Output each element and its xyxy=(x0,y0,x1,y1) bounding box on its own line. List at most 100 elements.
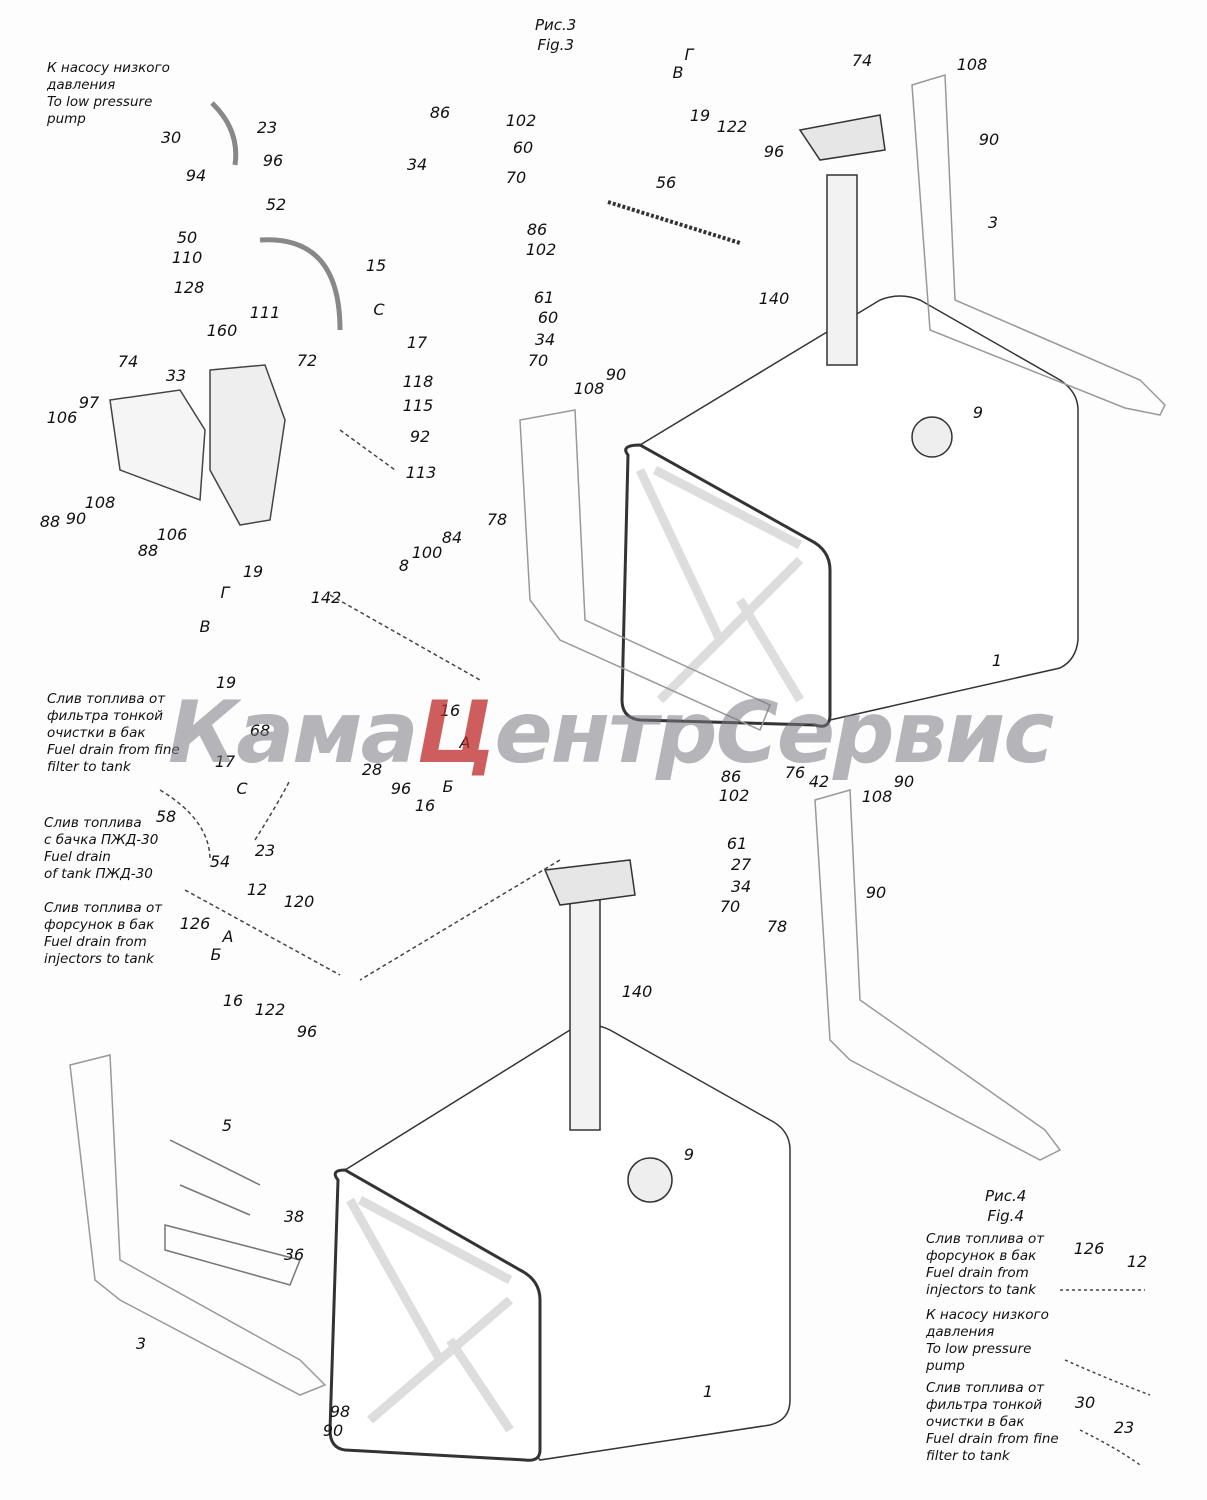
upper-bracket xyxy=(69,74,1166,1396)
note-line: К насосу низкого xyxy=(926,1307,1049,1323)
part-number-label: 9 xyxy=(972,403,984,422)
part-number-label: 23 xyxy=(254,841,276,860)
part-number-label: 28 xyxy=(361,760,383,779)
note-line: injectors to tank xyxy=(44,951,154,967)
note-line: Fuel drain from fine xyxy=(926,1431,1059,1447)
note-line: Слив топлива xyxy=(44,815,142,831)
part-number-label: 70 xyxy=(505,168,527,187)
part-number-label: 90 xyxy=(605,365,627,384)
part-number-label: 96 xyxy=(262,151,284,170)
part-number-label: 23 xyxy=(1113,1418,1135,1437)
part-number-label: Б xyxy=(442,777,454,796)
part-number-label: 108 xyxy=(956,55,988,74)
part-number-label: 17 xyxy=(214,752,236,771)
part-number-label: В xyxy=(672,63,684,82)
part-number-label: 42 xyxy=(808,772,830,791)
part-number-label: 16 xyxy=(414,796,436,815)
part-number-label: 90 xyxy=(978,130,1000,149)
note-line: To low pressure xyxy=(926,1341,1032,1357)
part-number-label: 120 xyxy=(283,892,315,911)
part-number-label: 122 xyxy=(716,117,748,136)
part-number-label: 60 xyxy=(512,138,534,157)
note-line: давления xyxy=(926,1324,995,1340)
part-number-label: 126 xyxy=(1073,1239,1105,1258)
part-number-label: А xyxy=(459,733,471,752)
part-number-label: 15 xyxy=(365,256,387,275)
part-number-label: 88 xyxy=(39,512,61,531)
part-number-label: 8 xyxy=(398,556,410,575)
part-number-label: 78 xyxy=(766,917,788,936)
note-line: фильтра тонкой xyxy=(926,1397,1043,1413)
note-line: Fuel drain xyxy=(44,849,111,865)
part-number-label: 94 xyxy=(185,166,207,185)
part-number-label: 84 xyxy=(441,528,463,547)
part-number-label: 1 xyxy=(991,651,1003,670)
part-number-label: 12 xyxy=(1126,1252,1148,1271)
part-number-label: 140 xyxy=(621,982,653,1001)
part-number-label: 74 xyxy=(851,51,873,70)
part-number-label: 108 xyxy=(573,379,605,398)
note-line: К насосу низкого xyxy=(47,60,170,76)
part-number-label: Г xyxy=(684,45,694,64)
part-number-label: А xyxy=(222,927,234,946)
note-line: очистки в бак xyxy=(47,725,146,741)
part-number-label: С xyxy=(236,779,248,798)
note-line: filter to tank xyxy=(926,1448,1010,1464)
note-line: форсунок в бак xyxy=(44,917,155,933)
part-number-label: 3 xyxy=(135,1334,147,1353)
fine-filter-and-lines xyxy=(109,101,1151,1466)
part-number-label: 70 xyxy=(719,897,741,916)
part-number-label: 96 xyxy=(296,1022,318,1041)
part-number-label: 33 xyxy=(165,366,187,385)
part-number-label: 90 xyxy=(322,1421,344,1440)
note-line: фильтра тонкой xyxy=(47,708,164,724)
note-line: форсунок в бак xyxy=(926,1248,1037,1264)
part-number-label: 86 xyxy=(526,220,548,239)
part-number-label: 102 xyxy=(505,111,537,130)
part-number-label: 34 xyxy=(406,155,428,174)
part-number-label: 19 xyxy=(215,673,237,692)
part-number-label: 1 xyxy=(702,1382,714,1401)
part-number-label: 142 xyxy=(310,588,342,607)
note-line: To low pressure xyxy=(47,94,153,110)
part-number-label: Б xyxy=(210,945,222,964)
part-number-label: 90 xyxy=(65,509,87,528)
part-number-label: 52 xyxy=(265,195,287,214)
part-number-label: Г xyxy=(220,583,230,602)
part-number-label: 61 xyxy=(533,288,555,307)
part-number-label: 9 xyxy=(683,1145,695,1164)
note-line: Слив топлива от xyxy=(926,1231,1045,1247)
part-number-label: 113 xyxy=(405,463,437,482)
part-number-label: 68 xyxy=(249,721,271,740)
part-number-label: 111 xyxy=(249,303,281,322)
figure-3-caption: Рис.3 Fig.3 xyxy=(535,15,576,55)
part-number-label: 90 xyxy=(893,772,915,791)
figure-4-ru: Рис.4 xyxy=(985,1187,1027,1205)
part-number-label: 17 xyxy=(406,333,428,352)
watermark-part: Кама xyxy=(168,683,419,783)
part-number-label: 54 xyxy=(209,852,231,871)
part-number-label: 30 xyxy=(160,128,182,147)
part-number-label: 128 xyxy=(173,278,205,297)
part-number-label: 90 xyxy=(865,883,887,902)
part-number-label: 86 xyxy=(429,103,451,122)
figure-3-ru: Рис.3 xyxy=(535,16,577,34)
part-number-label: 106 xyxy=(46,408,78,427)
part-number-label: C xyxy=(373,300,385,319)
figure-4-en: Fig.4 xyxy=(987,1207,1024,1225)
part-number-label: В xyxy=(199,617,211,636)
watermark-part: ентрСервис xyxy=(494,683,1054,783)
part-number-label: 38 xyxy=(283,1207,305,1226)
part-number-label: 92 xyxy=(409,427,431,446)
part-number-label: 60 xyxy=(537,308,559,327)
part-number-label: 70 xyxy=(527,351,549,370)
lower-fuel-tank xyxy=(164,859,791,1462)
part-number-label: 97 xyxy=(78,393,100,412)
part-number-label: 96 xyxy=(763,142,785,161)
note-line: pump xyxy=(47,111,86,127)
